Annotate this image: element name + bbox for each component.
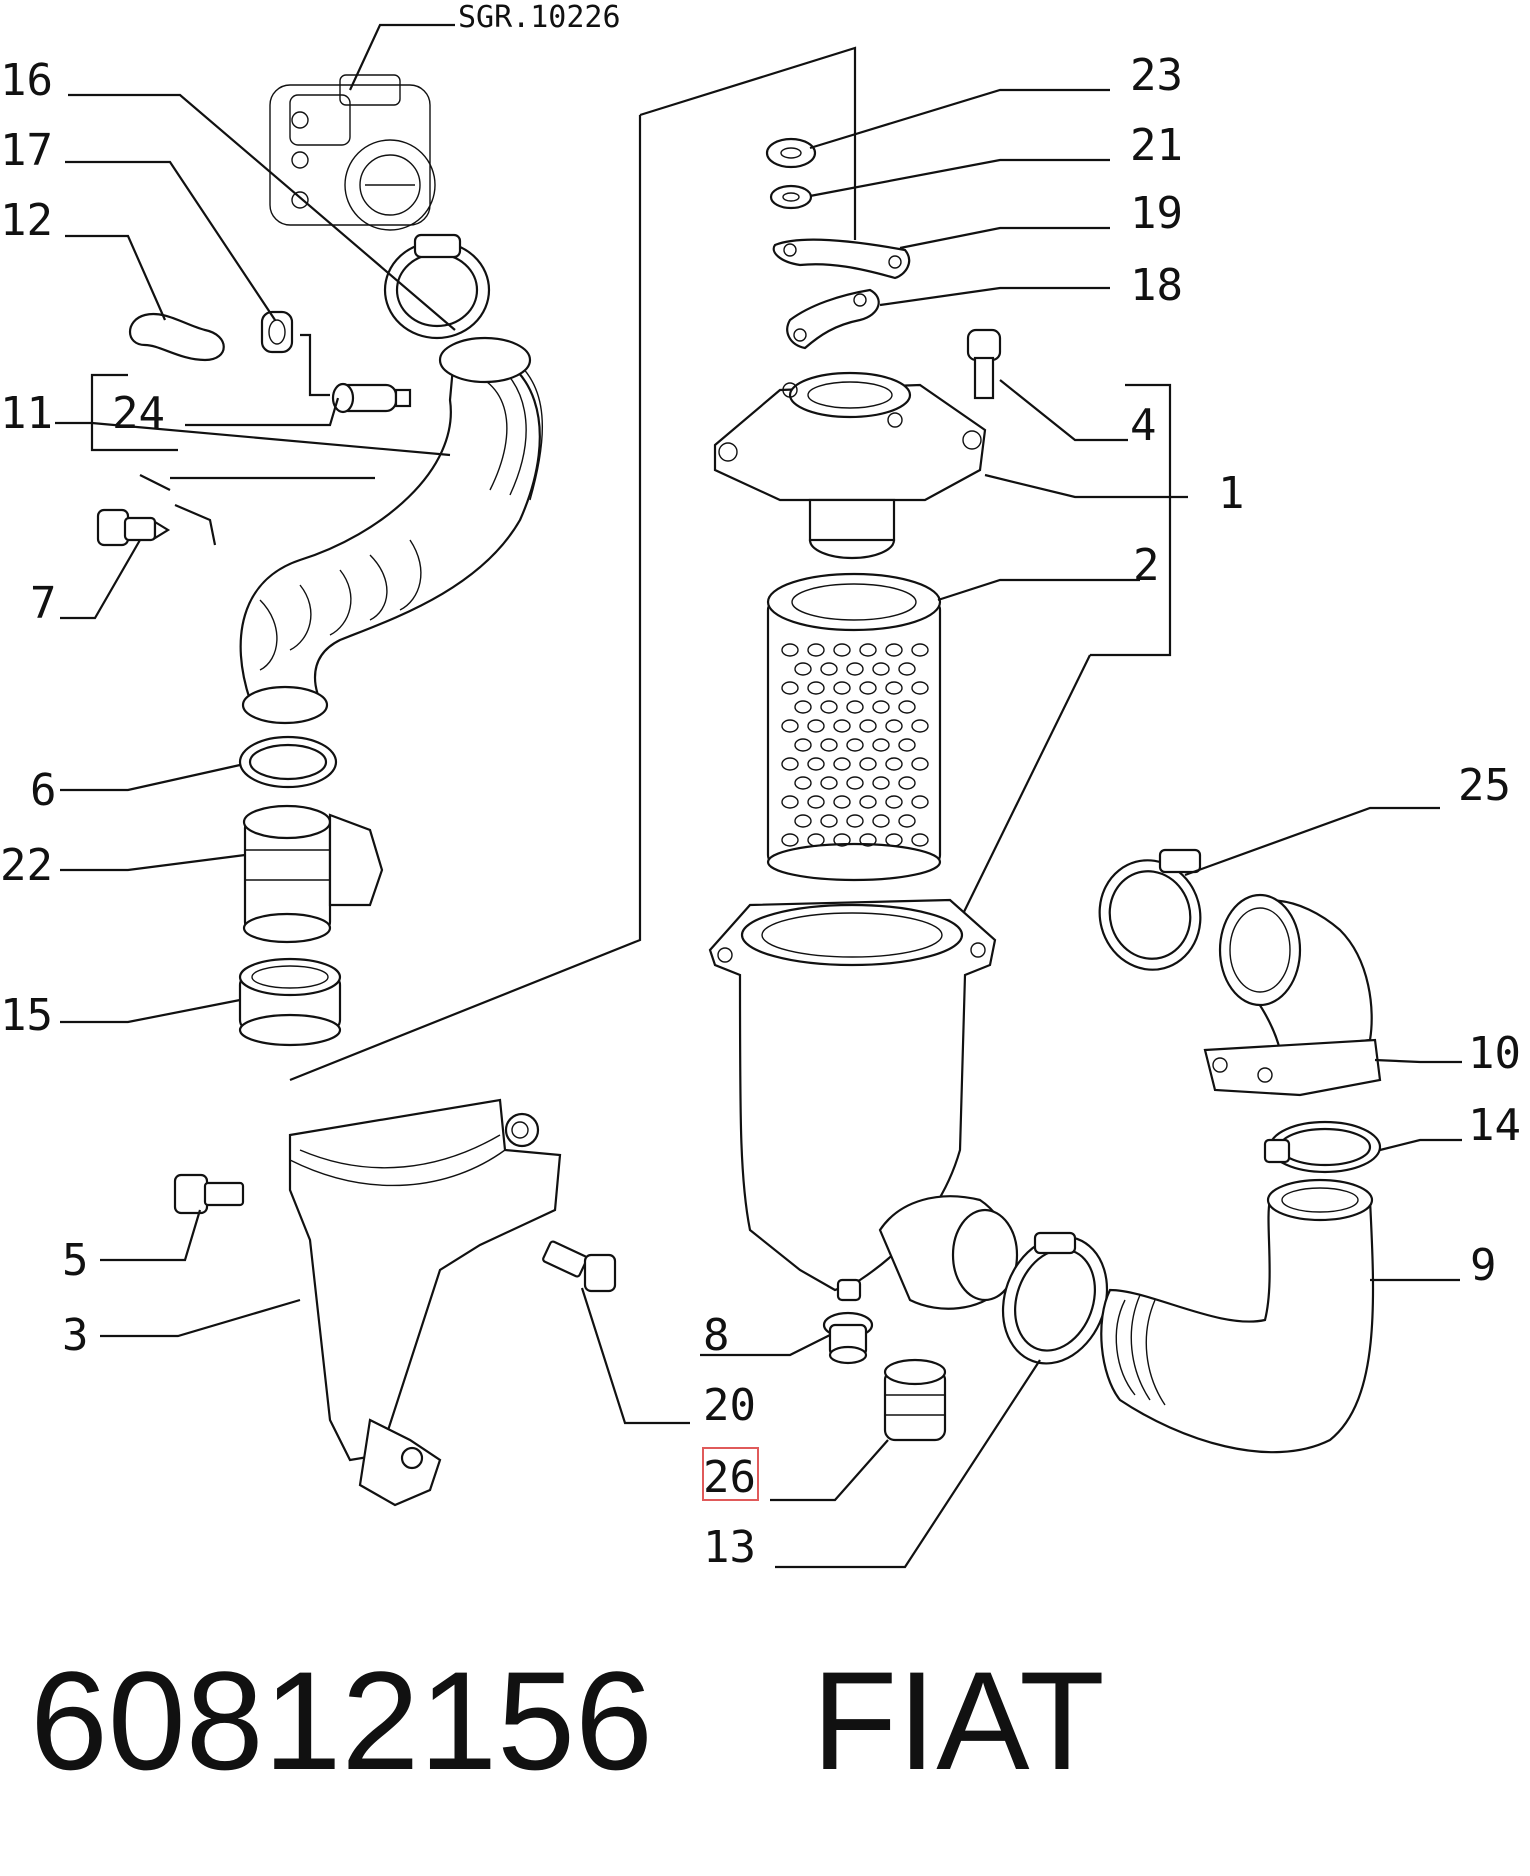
duct-9-part: [1100, 1178, 1375, 1454]
plate-19-part: [772, 238, 911, 280]
part-caption: 60812156 FIAT: [30, 1640, 1105, 1802]
callout-19: 19: [1130, 188, 1183, 239]
callout-2: 2: [1133, 540, 1160, 591]
hose-12-part: [129, 312, 225, 362]
throttle-body-part: [269, 74, 436, 231]
callout-4: 4: [1130, 400, 1157, 451]
leader-lines: [55, 88, 1462, 1569]
leader-bracket-to-bowl: [959, 654, 1091, 921]
boundary-line-top: [639, 46, 857, 240]
hose-clamp-16: [383, 233, 491, 340]
filter-cartridge-2-part: [766, 572, 942, 882]
elbow-10-part: [1203, 893, 1382, 1097]
reference-leader: [349, 23, 455, 91]
cap-26-part: [883, 1358, 947, 1442]
callout-21: 21: [1130, 120, 1183, 171]
filter-cover-1-part: [713, 371, 987, 560]
intake-hose-part: [239, 336, 543, 725]
callout-20: 20: [703, 1380, 756, 1431]
screw-5-part: [173, 1173, 245, 1215]
callout-15: 15: [0, 990, 53, 1041]
connector-link: [300, 333, 330, 397]
plate-18-part: [786, 288, 880, 350]
callout-18: 18: [1130, 260, 1183, 311]
filter-perforation: [781, 643, 929, 847]
callout-14: 14: [1468, 1100, 1521, 1151]
sensor-7-part: [96, 508, 171, 547]
callout-labels: 16 17 12 24 11 7 6 22 15 5 3 23 21 19 18…: [0, 50, 1521, 1573]
connector-24-part: [331, 382, 412, 414]
callout-1: 1: [1218, 468, 1245, 519]
highlight-box: [702, 1447, 759, 1501]
flow-meter-22-part: [242, 804, 384, 944]
drain-valve-8-part: [822, 1311, 874, 1365]
screw-20-part: [542, 1240, 617, 1293]
callout-9: 9: [1470, 1240, 1497, 1291]
hose-clamp-13-part: [1001, 1231, 1109, 1365]
callout-25: 25: [1458, 760, 1511, 811]
hose-clamp-25-part: [1098, 848, 1202, 971]
callout-3: 3: [62, 1310, 89, 1361]
callout-11: 11: [0, 388, 53, 439]
bolt-4-part: [966, 328, 1002, 400]
clip-17-part: [260, 310, 294, 354]
part-number: 60812156: [30, 1642, 653, 1799]
callout-5: 5: [62, 1235, 89, 1286]
washer-21-part: [769, 184, 813, 210]
callout-26: 26: [703, 1452, 756, 1503]
brand-name: FIAT: [811, 1642, 1105, 1799]
boundary-line-left: [289, 115, 642, 1082]
callout-8: 8: [703, 1310, 730, 1361]
ring-6-part: [238, 735, 338, 789]
callout-17: 17: [0, 125, 53, 176]
callout-13: 13: [703, 1522, 756, 1573]
callout-10: 10: [1468, 1028, 1521, 1079]
sensor-line-b: [174, 503, 217, 546]
hose-clamp-14-part: [1263, 1120, 1382, 1174]
callout-6: 6: [30, 765, 57, 816]
callout-22: 22: [0, 840, 53, 891]
filter-bowl-part: [708, 898, 1019, 1310]
sleeve-15-part: [238, 957, 342, 1047]
nut-23-part: [765, 137, 817, 169]
reference-label: SGR.10226: [458, 0, 621, 35]
bracket-right: [1090, 383, 1172, 657]
bracket-left: [90, 373, 178, 452]
callout-12: 12: [0, 195, 53, 246]
callout-24: 24: [112, 388, 165, 439]
bracket-3-part: [288, 1098, 562, 1507]
callout-23: 23: [1130, 50, 1183, 101]
sensor-line-c: [139, 474, 171, 491]
callout-16: 16: [0, 55, 53, 106]
callout-7: 7: [30, 578, 57, 629]
